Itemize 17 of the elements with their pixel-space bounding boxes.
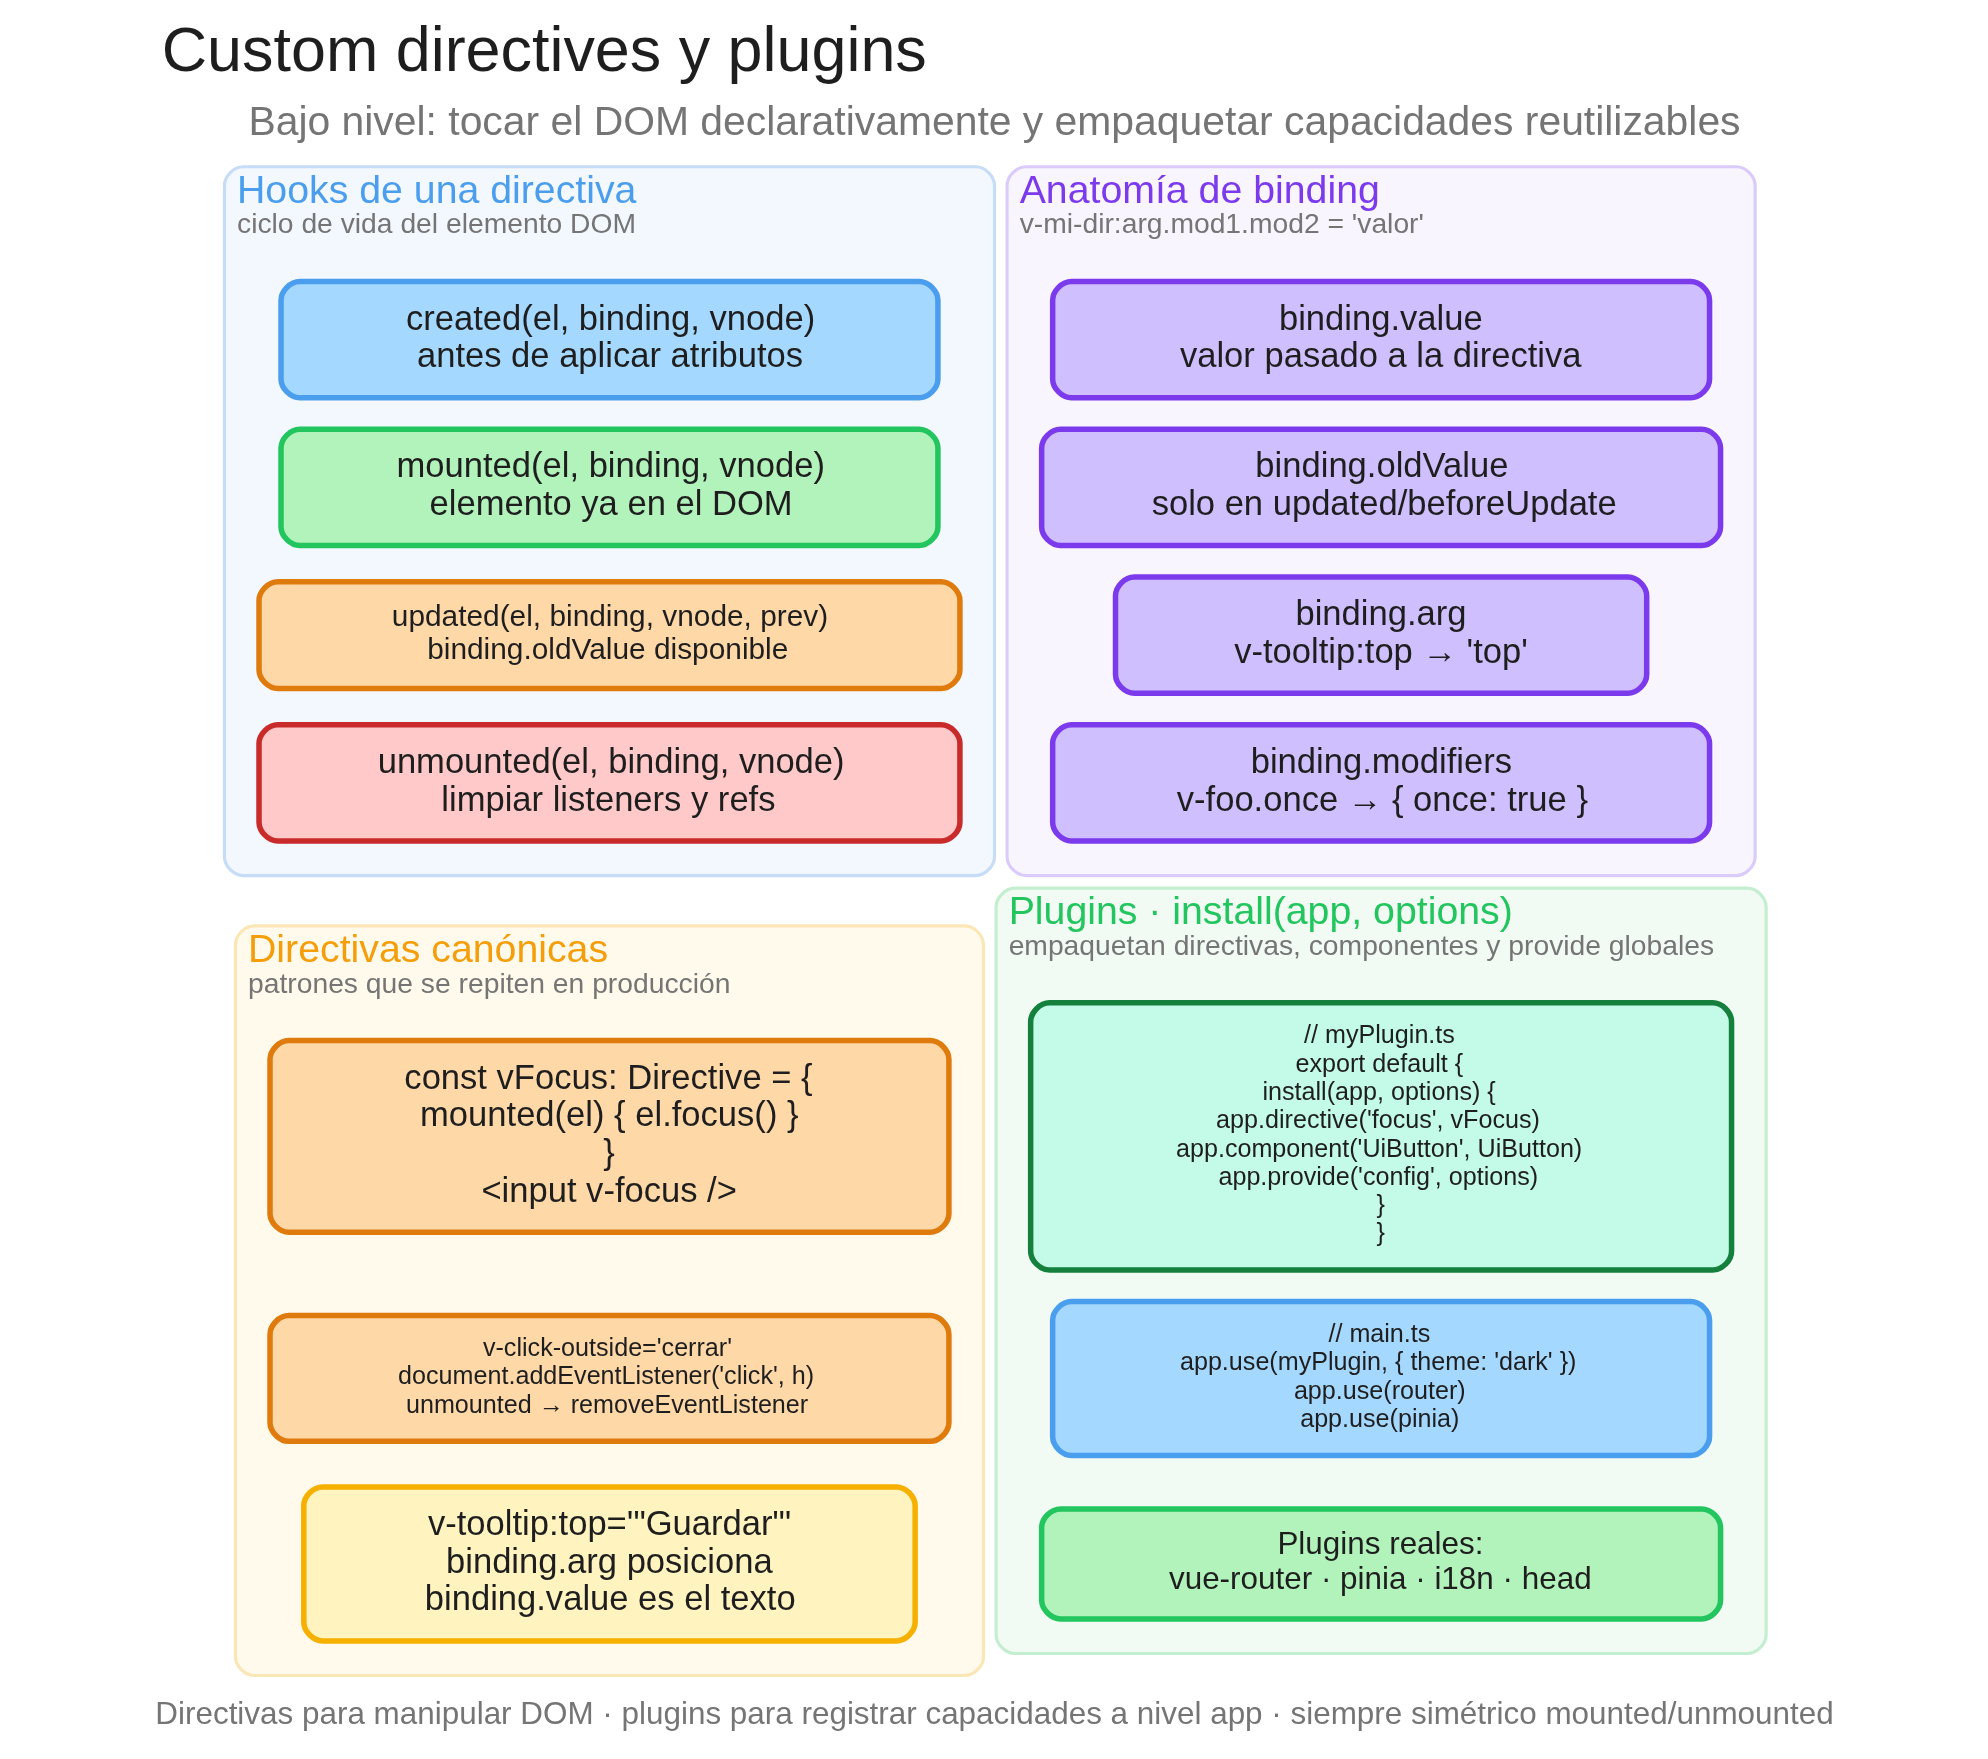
node-box: binding.arg v-tooltip:top → 'top': [1112, 574, 1649, 696]
caption: Directivas para manipular DOM · plugins para registrar capacidades a nivel app · siempre simétrico mounted/unmounted: [154, 1696, 1834, 1732]
node-box: v-tooltip:top='"Guardar"' binding.arg posiciona binding.value es el texto: [300, 1484, 918, 1644]
node-box: updated(el, binding, vnode, prev) binding.oldValue disponible: [255, 578, 963, 692]
node-box: binding.value valor pasado a la directiva: [1049, 278, 1712, 401]
node-box: // main.ts app.use(myPlugin, { theme: 'dark' }) app.use(router) app.use(pinia): [1049, 1298, 1712, 1459]
node-box: Plugins reales: vue-router · pinia · i18n · head: [1038, 1506, 1723, 1622]
label: Bajo nivel: tocar el DOM declarativamente y empaquetar capacidades reutilizables: [247, 98, 1741, 145]
node-box: const vFocus: Directive = { mounted(el) { el.focus() } } <input v-focus />: [266, 1037, 952, 1236]
node-box: created(el, binding, vnode) antes de aplicar atributos: [277, 278, 941, 401]
node-box: unmounted(el, binding, vnode) limpiar listeners y refs: [255, 721, 963, 844]
node-box: binding.modifiers v-foo.once → { once: true }: [1049, 721, 1712, 844]
node-box: binding.oldValue solo en updated/beforeUpdate: [1038, 426, 1723, 549]
node-box: mounted(el, binding, vnode) elemento ya en el DOM: [277, 426, 941, 549]
node-box: v-click-outside='cerrar' document.addEventListener('click', h) unmounted → removeEventListener: [266, 1312, 952, 1445]
node-box: // myPlugin.ts export default { install(app, options) { app.directive('focus', vFocus) app.component('UiButton', UiButton) app.provide('config', options) } }: [1027, 1000, 1734, 1273]
diagram-title: Custom directives y plugins: [161, 13, 927, 84]
